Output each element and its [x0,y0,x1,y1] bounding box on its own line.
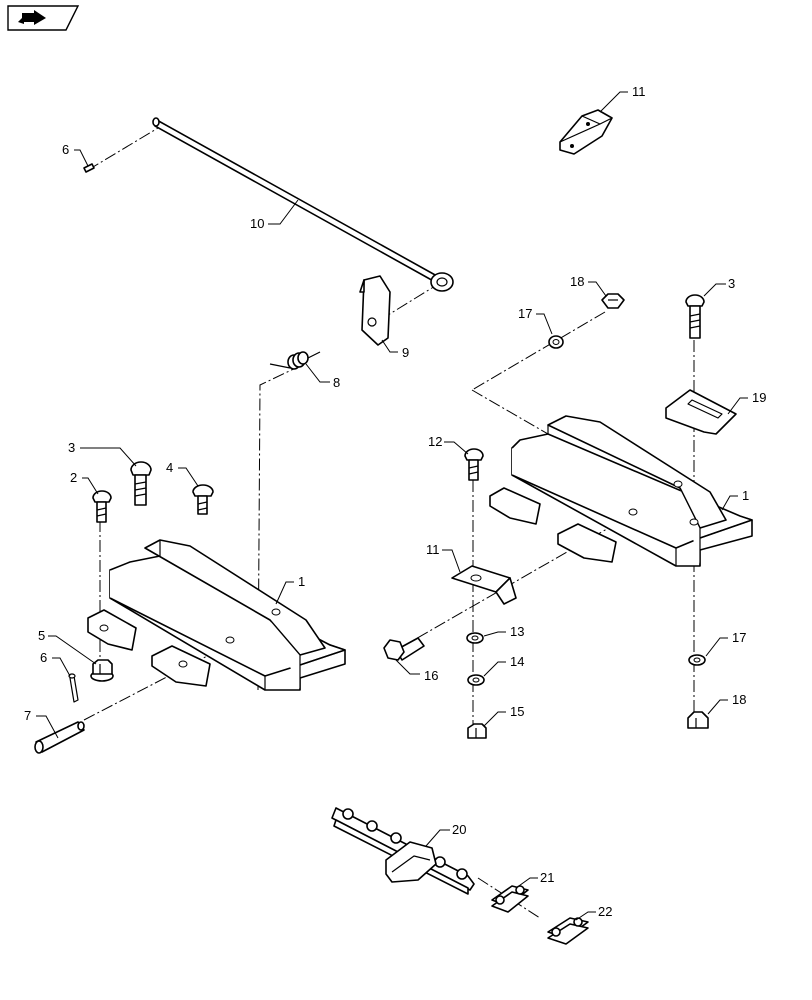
callout-13: 13 [510,624,524,639]
callout-8: 8 [333,375,340,390]
callout-1-right: 1 [742,488,749,503]
callout-18-top: 18 [570,274,584,289]
guide-bracket-left [87,539,346,691]
callout-18-right: 18 [732,692,746,707]
callout-19: 19 [752,390,766,405]
callout-15: 15 [510,704,524,719]
hex-nut-15 [467,723,487,739]
hex-bolt [383,637,425,661]
carriage-bolt-12 [464,448,484,481]
wedge-block-top [559,109,613,155]
callout-14: 14 [510,654,524,669]
callout-1-left: 1 [298,574,305,589]
flange-nut [90,659,114,682]
callout-3-right: 3 [728,276,735,291]
callout-10: 10 [250,216,264,231]
callout-11-top: 11 [632,84,646,99]
carriage-bolt-right [685,294,705,339]
offset-link-22 [547,917,589,945]
guide-bracket-right [489,415,753,567]
clevis-pin [34,721,85,754]
callout-6-bottom: 6 [40,650,47,665]
callout-9: 9 [402,345,409,360]
latch-plate [359,275,391,346]
lock-washer-14 [467,674,485,686]
torsion-spring [269,351,321,370]
callout-20: 20 [452,822,466,837]
callout-5: 5 [38,628,45,643]
carriage-bolt-2 [92,490,112,523]
carriage-bolt-4 [192,484,214,515]
callout-21: 21 [540,870,554,885]
carriage-bolt-left [130,461,152,506]
angle-bracket [451,565,517,605]
roller-chain-assembly [331,807,475,895]
cotter-pin [68,673,79,703]
callout-16: 16 [424,668,438,683]
callout-2: 2 [70,470,77,485]
callout-6-top: 6 [62,142,69,157]
leader-lines [36,91,748,921]
callout-22: 22 [598,904,612,919]
hex-nut-right [687,711,709,729]
callout-17-right: 17 [732,630,746,645]
nut-top [601,293,625,309]
connecting-link-21 [491,885,529,913]
callout-17-top: 17 [518,306,532,321]
next-page-arrow-icon[interactable] [7,5,80,31]
callout-11-mid: 11 [426,542,440,557]
rod [152,117,454,292]
callout-4: 4 [166,460,173,475]
callout-3-left: 3 [68,440,75,455]
washer-top [548,335,564,349]
roll-pin [83,163,95,173]
callout-labels: 6 10 11 9 8 18 17 3 19 1 1 3 2 4 5 6 7 1… [24,84,766,919]
callout-7: 7 [24,708,31,723]
slotted-plate [665,389,737,435]
washer-13 [466,632,484,644]
washer-right [688,654,706,666]
callout-12: 12 [428,434,442,449]
